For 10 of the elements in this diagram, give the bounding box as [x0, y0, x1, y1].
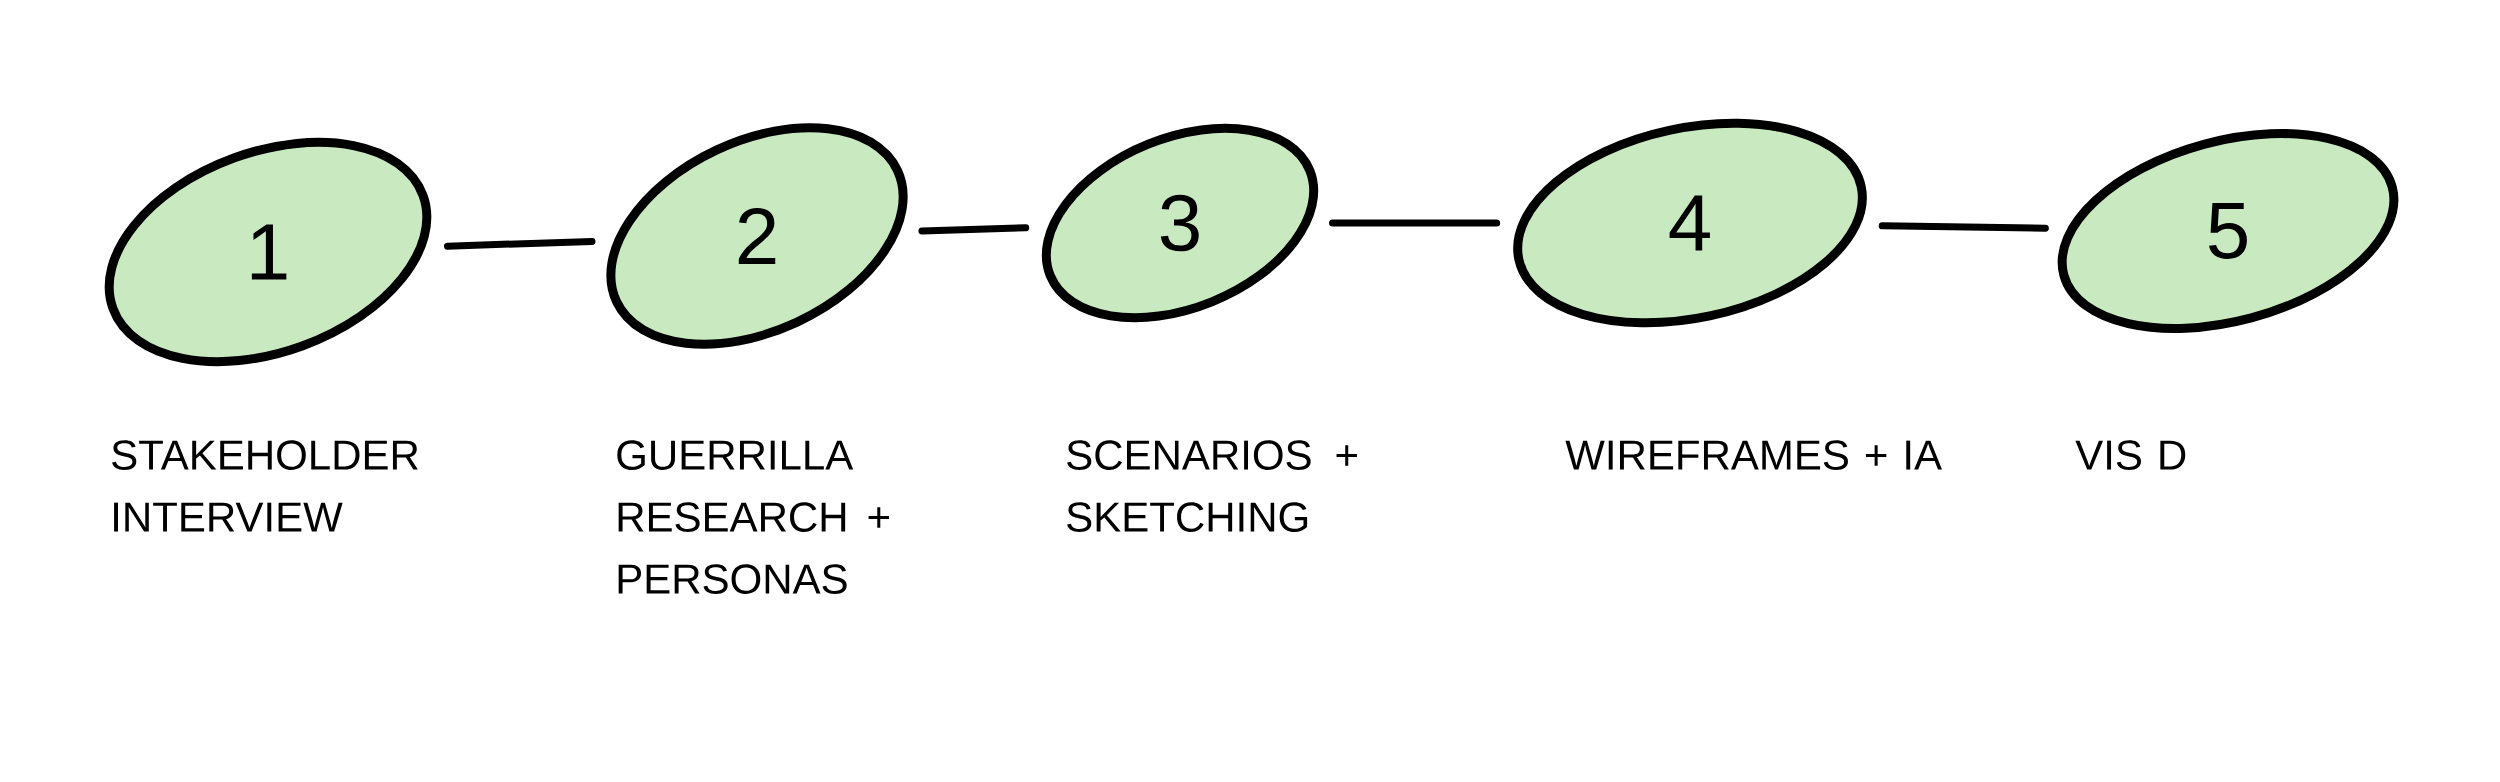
step-label: WIREFRAMES + IA: [1565, 440, 1942, 470]
connector-line: [443, 237, 596, 250]
connector-line: [1329, 219, 1501, 227]
ellipse-node: 5: [2057, 129, 2399, 333]
step-label: GUERRILLA RESEARCH + PERSONAS: [617, 440, 889, 594]
connector-line: [1878, 222, 2049, 232]
step-label: SCENARIOS + SKETCHING: [1067, 440, 1357, 532]
connector-line: [918, 224, 1030, 235]
step-label: VIS D: [2075, 440, 2186, 470]
step-label: STAKEHOLDER INTERVIEW: [112, 440, 418, 532]
